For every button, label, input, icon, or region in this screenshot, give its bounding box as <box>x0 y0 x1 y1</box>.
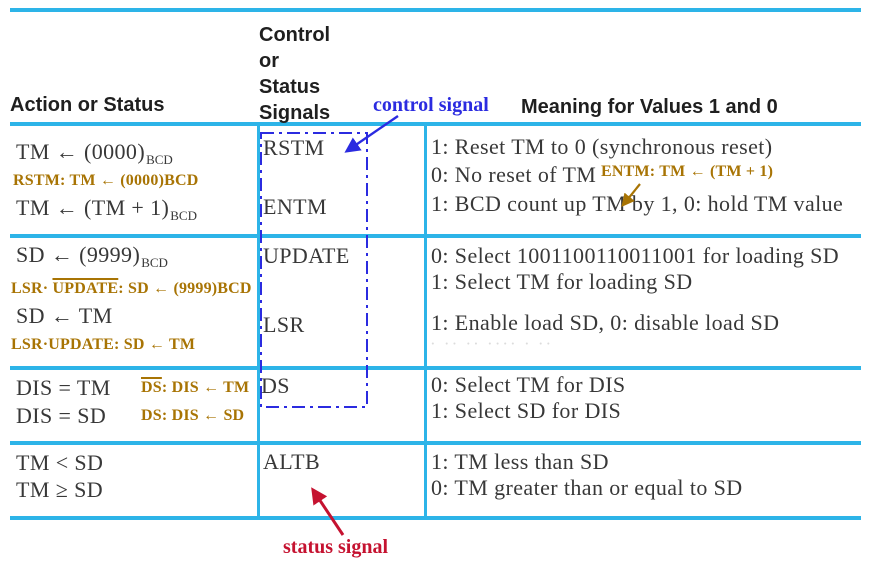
action-text: SD ← (9999) <box>16 242 141 267</box>
row2-rule <box>10 366 861 370</box>
meaning-line: 1: Select SD for DIS <box>431 398 622 423</box>
header-line: Control <box>259 24 331 46</box>
action-line: TM ← (TM + 1)BCD <box>16 195 197 224</box>
annotation-entm: ENTM: TM ← (TM + 1) <box>601 163 774 180</box>
meaning-line: 0: TM greater than or equal to SD <box>431 475 743 500</box>
signal-altb: ALTB <box>263 449 321 474</box>
action-line: TM < SD <box>16 450 104 475</box>
signal-rstm: RSTM <box>263 135 325 160</box>
control-signal-dashdot-box <box>260 132 368 408</box>
annotation-rstm: RSTM: TM ← (0000)BCD <box>13 172 199 189</box>
bcd-subscript: BCD <box>170 208 197 223</box>
bcd-subscript: BCD <box>146 152 173 167</box>
meaning-line: 0: No reset of TM <box>431 162 597 187</box>
header-line: Signals <box>259 102 331 124</box>
annotation-text: LSR· <box>11 280 53 297</box>
column-header-action: Action or Status <box>10 94 165 116</box>
header-rule <box>10 122 861 126</box>
meaning-line: 0: Select 1001100110011001 for loading S… <box>431 243 840 268</box>
overlined-update: UPDATE <box>52 280 119 297</box>
action-line: SD ← (9999)BCD <box>16 242 168 271</box>
meaning-line: 1: BCD count up TM by 1, 0: hold TM valu… <box>431 191 844 216</box>
column-divider-1 <box>257 122 260 520</box>
annotation-ds-tm: DS: DIS ← TM <box>141 379 249 397</box>
column-header-signals: Control or Status Signals <box>259 22 330 126</box>
signal-lsr: LSR <box>263 312 305 337</box>
annotation-text: : SD ← (9999)BCD <box>118 280 252 297</box>
action-line: TM ← (0000)BCD <box>16 139 173 168</box>
meaning-line: 0: Select TM for DIS <box>431 372 626 397</box>
action-line: SD ← TM <box>16 303 113 328</box>
control-signal-arrow <box>344 115 399 153</box>
annotation-ds-sd: DS: DIS ← SD <box>141 407 245 424</box>
table-top-rule <box>10 8 861 12</box>
meaning-line: 1: Select TM for loading SD <box>431 269 693 294</box>
signal-update: UPDATE <box>263 243 350 268</box>
column-divider-2 <box>424 122 427 520</box>
row1-rule <box>10 234 861 238</box>
status-signal-label: status signal <box>283 536 389 558</box>
action-text: TM ← (TM + 1) <box>16 195 170 220</box>
annotation-update-loadtm: LSR·UPDATE: SD ← TM <box>11 336 196 353</box>
overlined-ds: DS <box>141 379 162 396</box>
header-line: or <box>259 50 279 72</box>
action-line: TM ≥ SD <box>16 477 103 502</box>
status-signal-arrow <box>311 487 345 536</box>
header-line: Status <box>259 76 321 98</box>
action-line: DIS = TM <box>16 375 111 400</box>
table-bottom-rule <box>10 516 861 520</box>
meaning-line: 1: Enable load SD, 0: disable load SD <box>431 310 780 335</box>
meaning-line: 1: Reset TM to 0 (synchronous reset) <box>431 134 773 159</box>
bcd-subscript: BCD <box>141 255 168 270</box>
action-text: TM ← (0000) <box>16 139 146 164</box>
action-line: DIS = SD <box>16 403 107 428</box>
erased-text-remnant: · ·· ·· ···· · ·· <box>430 334 554 353</box>
signal-ds: DS <box>261 373 290 398</box>
column-header-meaning: Meaning for Values 1 and 0 <box>521 96 778 118</box>
row3-rule <box>10 441 861 445</box>
entm-annotation-arrow <box>621 183 641 208</box>
meaning-line: 1: TM less than SD <box>431 449 609 474</box>
signal-entm: ENTM <box>263 194 327 219</box>
annotation-text: : DIS ← TM <box>161 379 250 396</box>
control-signal-label: control signal <box>373 94 489 116</box>
annotation-update-load9999: LSR· UPDATE: SD ← (9999)BCD <box>11 280 252 298</box>
